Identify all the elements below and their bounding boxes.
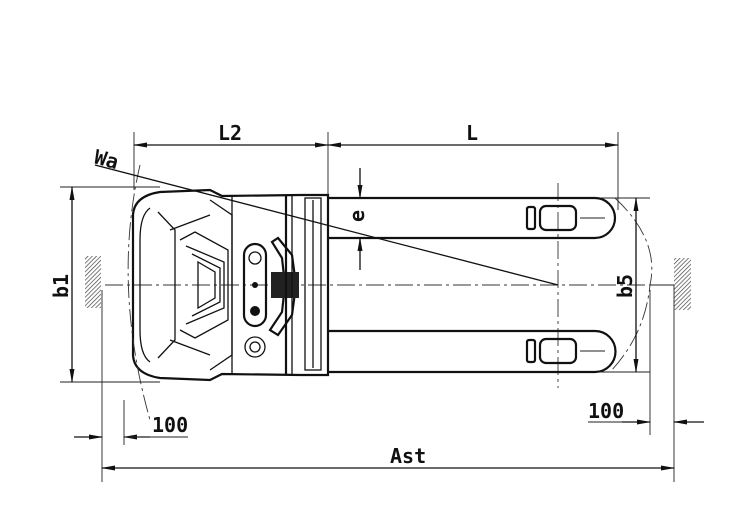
label-clearance-left: 100: [152, 413, 188, 437]
forks: [328, 196, 617, 374]
label-e: e: [345, 210, 369, 222]
label-l: L: [466, 121, 478, 145]
left-turning-arc: [127, 164, 151, 421]
label-b5: b5: [613, 274, 637, 298]
wa-line: [94, 164, 559, 286]
label-clearance-right: 100: [588, 399, 624, 423]
label-ast: Ast: [390, 444, 426, 468]
label-l2: L2: [218, 121, 242, 145]
truck-body: [131, 188, 330, 382]
label-b1: b1: [49, 274, 73, 298]
right-wall-hatch: [674, 258, 691, 310]
left-wall-hatch: [85, 256, 101, 308]
label-wa: Wa: [92, 145, 121, 174]
